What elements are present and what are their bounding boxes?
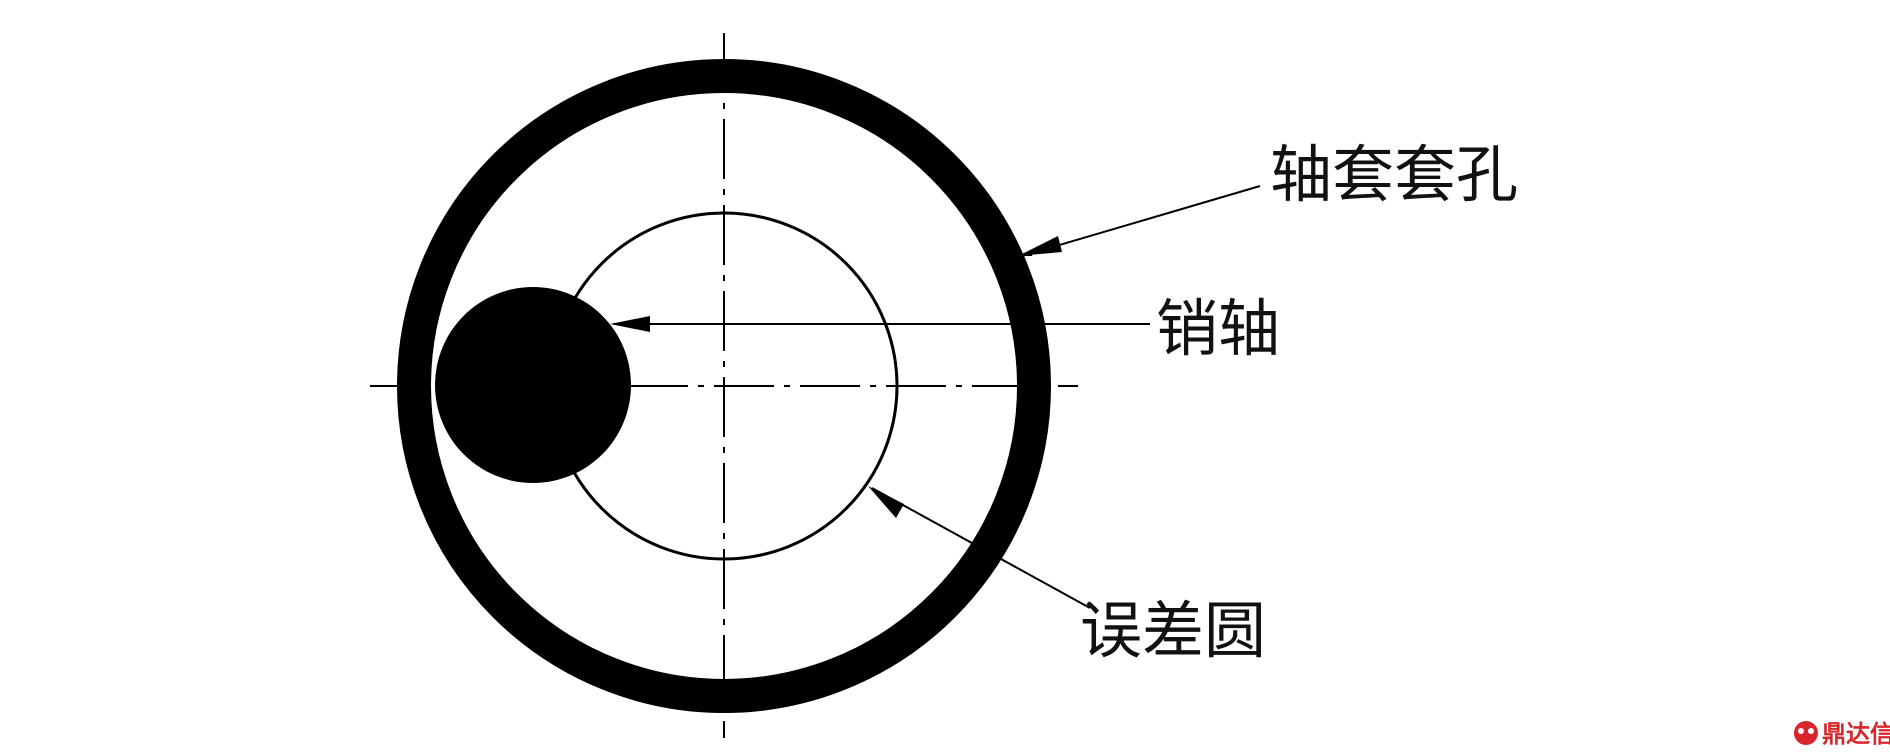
watermark-logo-icon xyxy=(1794,721,1818,745)
bushing-hole-label: 轴套套孔 xyxy=(1270,138,1518,211)
bushing-hole-leader xyxy=(1021,185,1261,257)
error-circle-label: 误差圆 xyxy=(1080,594,1266,667)
error-circle-leader xyxy=(871,487,1091,609)
pin-shaft-arrowhead xyxy=(610,316,650,332)
pin-shaft xyxy=(435,287,631,483)
bushing-hole-arrowhead xyxy=(1018,236,1062,256)
error-circle-arrowhead xyxy=(868,486,904,518)
watermark-text: 鼎达信 xyxy=(1822,720,1890,748)
pin-shaft-label: 销轴 xyxy=(1156,292,1280,365)
watermark-logo: 鼎达信 xyxy=(1794,720,1890,748)
bushing-hole-circle xyxy=(397,59,1051,713)
